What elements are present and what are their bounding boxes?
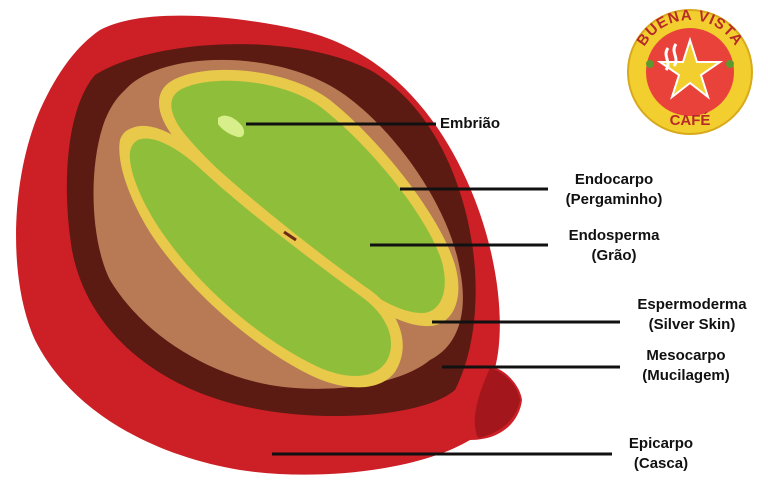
lower-bean-endosperm <box>129 138 392 377</box>
label-mesocarpo-line2: (Mucilagem) <box>642 367 730 384</box>
label-embriao-line1: Embrião <box>440 115 501 132</box>
label-endocarpo-line1: Endocarpo <box>574 171 654 188</box>
label-endocarpo: Endocarpo (Pergaminho) <box>552 170 676 210</box>
label-embriao: Embrião <box>440 114 500 134</box>
label-epicarpo-line2: (Casca) <box>633 455 689 472</box>
bean-center-mark <box>283 230 297 242</box>
label-mesocarpo-line1: Mesocarpo <box>646 347 726 364</box>
label-espermoderma: Espermoderma (Silver Skin) <box>624 295 760 335</box>
label-endosperma: Endosperma (Grão) <box>552 226 676 266</box>
steam-icon <box>664 43 678 71</box>
label-epicarpo: Epicarpo (Casca) <box>616 434 706 474</box>
logo-bottom-text: CAFÉ <box>670 112 711 129</box>
buena-vista-cafe-logo: BUENA VISTA CAFÉ <box>627 7 753 135</box>
embryo <box>218 115 245 138</box>
label-endocarpo-line2: (Pergaminho) <box>565 191 663 208</box>
label-endosperma-line2: (Grão) <box>591 247 637 264</box>
label-espermoderma-line2: (Silver Skin) <box>648 316 736 333</box>
label-endosperma-line1: Endosperma <box>568 227 660 244</box>
upper-bean-endosperm <box>171 80 445 314</box>
label-espermoderma-line1: Espermoderma <box>637 296 747 313</box>
label-epicarpo-line1: Epicarpo <box>628 435 694 452</box>
epicarp-stem <box>474 368 520 438</box>
label-mesocarpo: Mesocarpo (Mucilagem) <box>624 346 748 386</box>
